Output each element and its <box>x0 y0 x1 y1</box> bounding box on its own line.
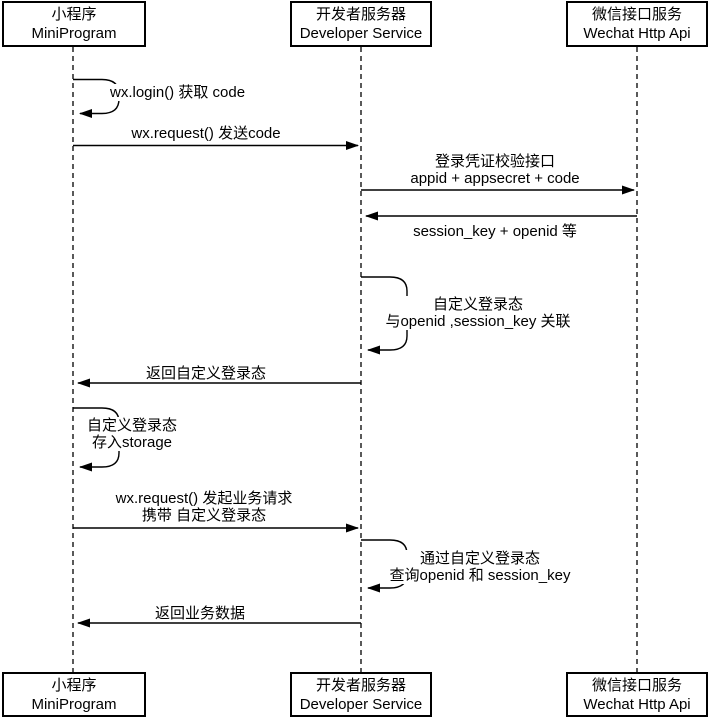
actor-label-en: Developer Service <box>299 25 423 42</box>
actor-box-miniprogram-bottom: 小程序 MiniProgram <box>2 672 146 717</box>
actor-label-en: Developer Service <box>299 695 423 713</box>
actor-label-zh: 微信接口服务 <box>591 676 682 694</box>
actor-label-en: Wechat Http Api <box>583 695 691 713</box>
msg-label-session-key-openid: session_key + openid 等 <box>411 223 579 240</box>
actor-label-zh: 开发者服务器 <box>315 676 406 694</box>
actor-label-zh: 小程序 <box>51 6 97 23</box>
actor-label-en: MiniProgram <box>31 25 117 42</box>
actor-box-miniprogram-top: 小程序 MiniProgram <box>2 1 146 47</box>
msg-label-return-custom-login-state: 返回自定义登录态 <box>143 365 269 382</box>
actor-box-wechat-api-top: 微信接口服务 Wechat Http Api <box>566 1 708 47</box>
actor-box-wechat-api-bottom: 微信接口服务 Wechat Http Api <box>566 672 708 717</box>
msg-label-wx-request-send-code: wx.request() 发送code <box>129 125 283 142</box>
msg-label-return-business-data: 返回业务数据 <box>152 605 248 622</box>
msg-label-business-request: wx.request() 发起业务请求 携带 自定义登录态 <box>113 490 295 524</box>
msg-label-custom-login-state: 自定义登录态 与openid ,session_key 关联 <box>383 296 573 330</box>
msg-label-store-storage: 自定义登录态 存入storage <box>84 417 180 451</box>
msg-label-login-credential-check: 登录凭证校验接口 appid + appsecret + code <box>408 153 582 187</box>
actor-box-developer-service-bottom: 开发者服务器 Developer Service <box>290 672 432 717</box>
actor-label-en: Wechat Http Api <box>583 25 691 42</box>
actor-label-zh: 小程序 <box>51 676 97 694</box>
actor-label-zh: 微信接口服务 <box>591 6 682 23</box>
actor-label-zh: 开发者服务器 <box>315 6 406 23</box>
msg-label-wx-login: wx.login() 获取 code <box>108 84 248 101</box>
actor-label-en: MiniProgram <box>31 695 117 713</box>
actor-box-developer-service-top: 开发者服务器 Developer Service <box>290 1 432 47</box>
msg-label-query-openid: 通过自定义登录态 查询openid 和 session_key <box>387 550 573 584</box>
